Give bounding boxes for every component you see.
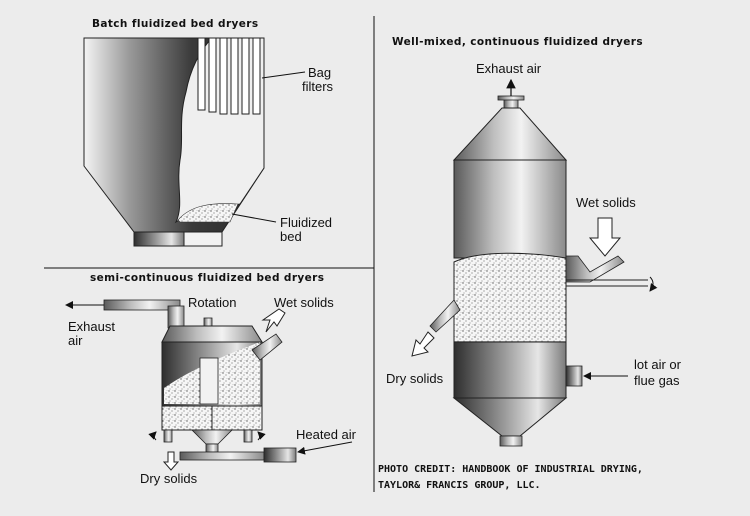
well-mixed-dryer bbox=[411, 78, 658, 447]
label-bag-filters-line1: Bag bbox=[308, 65, 332, 80]
label-wet-solids-well: Wet solids bbox=[576, 195, 636, 210]
title-batch-dryers: Batch fluidized bed dryers bbox=[92, 18, 259, 30]
fluidized-bed-leader bbox=[231, 213, 277, 223]
title-semi-continuous-dryers: semi-continuous fluidized bed dryers bbox=[90, 272, 325, 284]
batch-dryer-vessel bbox=[83, 37, 265, 247]
label-hot-air-line1: lot air or bbox=[634, 357, 681, 372]
label-dry-solids-semi: Dry solids bbox=[140, 471, 198, 486]
photo-credit-line2: TAYLOR& FRANCIS GROUP, LLC. bbox=[378, 480, 541, 491]
photo-credit: PHOTO CREDIT: HANDBOOK OF INDUSTRIAL DRY… bbox=[378, 462, 643, 494]
label-exhaust-air: Exhaust air bbox=[476, 61, 542, 76]
label-dry-solids-well: Dry solids bbox=[386, 371, 444, 386]
title-well-mixed-dryers: Well-mixed, continuous fluidized dryers bbox=[392, 36, 644, 48]
semi-dryer bbox=[65, 299, 353, 471]
label-heated-air: Heated air bbox=[296, 427, 356, 442]
label-wet-solids-semi: Wet solids bbox=[274, 295, 334, 310]
label-bag-filters-line2: filters bbox=[302, 79, 334, 94]
label-fluidized-line2: bed bbox=[280, 229, 302, 244]
label-rotation: Rotation bbox=[188, 295, 237, 310]
photo-credit-line1: PHOTO CREDIT: HANDBOOK OF INDUSTRIAL DRY… bbox=[378, 464, 643, 475]
bag-filter-leader bbox=[261, 71, 306, 79]
label-exhaust-line1: Exhaust bbox=[68, 319, 115, 334]
label-fluidized-line1: Fluidized bbox=[280, 215, 333, 230]
label-exhaust-line2: air bbox=[68, 333, 83, 348]
label-hot-air-line2: flue gas bbox=[634, 373, 680, 388]
